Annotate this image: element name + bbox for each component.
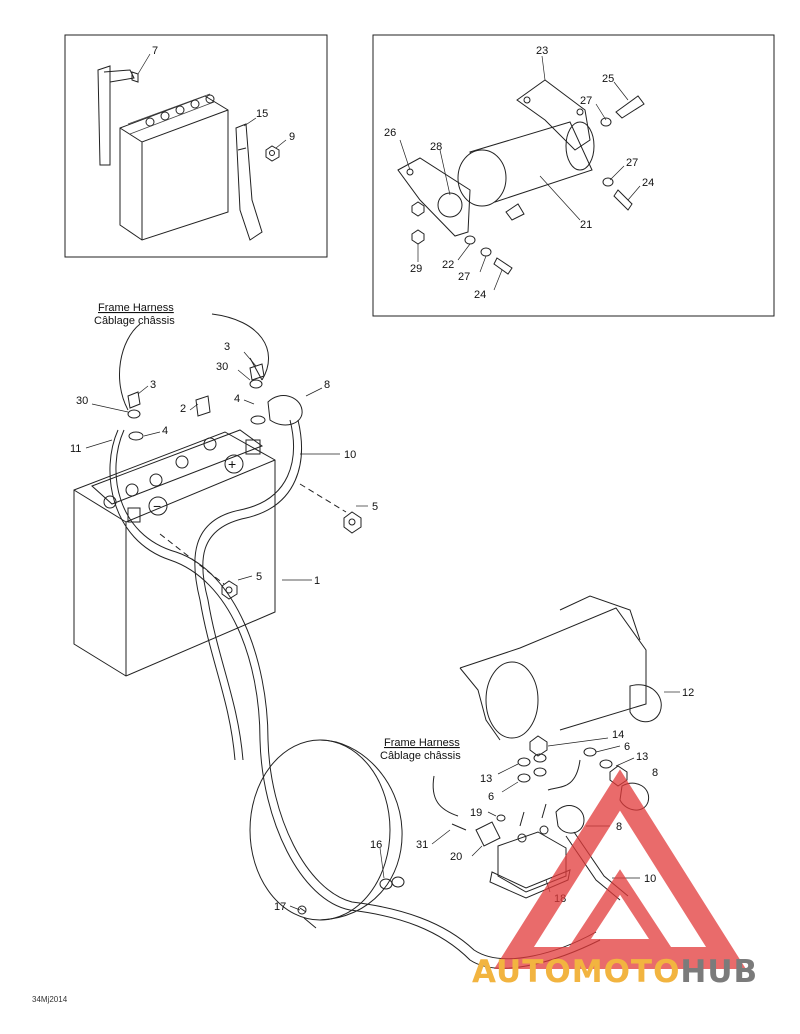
negative-terminal-symbol <box>148 496 168 516</box>
callout-14: 14 <box>612 729 624 741</box>
watermark-auto: AUTO <box>472 954 572 990</box>
callout-8: 8 <box>652 767 658 779</box>
callout-10: 10 <box>644 873 656 885</box>
callout-6: 6 <box>624 741 630 753</box>
callout-28: 28 <box>430 141 442 153</box>
callout-4: 4 <box>162 425 168 437</box>
callout-8: 8 <box>616 821 622 833</box>
callout-24: 24 <box>474 289 486 301</box>
callout-5: 5 <box>256 571 262 583</box>
callout-20: 20 <box>450 851 462 863</box>
callout-3: 3 <box>150 379 156 391</box>
reference-code: 34Mj2014 <box>32 995 68 1004</box>
callout-17: 17 <box>274 901 286 913</box>
callout-12: 12 <box>682 687 694 699</box>
plus-symbol: + <box>228 456 236 472</box>
callout-24: 24 <box>642 177 654 189</box>
main-assembly <box>73 313 662 969</box>
callout-4: 4 <box>234 393 240 405</box>
watermark-moto: MOTO <box>571 954 681 990</box>
callout-11: 11 <box>70 443 81 455</box>
callout-8: 8 <box>324 379 330 391</box>
callout-6: 6 <box>488 791 494 803</box>
callout-9: 9 <box>289 131 295 143</box>
callout-7: 7 <box>152 45 158 57</box>
callout-30: 30 <box>216 361 228 373</box>
harness-label-en: Frame Harness <box>384 737 460 749</box>
starter-inset: 23 25 27 26 28 27 24 21 22 27 24 29 <box>372 34 775 317</box>
callout-2: 2 <box>180 403 186 415</box>
callout-30: 30 <box>76 395 88 407</box>
harness-label-top: Frame Harness Câblage châssis <box>94 302 175 327</box>
harness-label-bottom: Frame Harness Câblage châssis <box>380 737 461 762</box>
callout-27: 27 <box>458 271 470 283</box>
watermark-hub: HUB <box>680 954 759 990</box>
callout-22: 22 <box>442 259 454 271</box>
callout-5: 5 <box>372 501 378 513</box>
watermark-triangle <box>494 769 746 969</box>
battery-inset: 7 15 9 <box>64 34 328 258</box>
callout-31: 31 <box>416 839 428 851</box>
callout-16: 16 <box>370 839 382 851</box>
callout-13: 13 <box>636 751 648 763</box>
battery <box>73 429 276 677</box>
callout-13: 13 <box>480 773 492 785</box>
positive-terminal-symbol <box>224 454 244 474</box>
callout-29: 29 <box>410 263 422 275</box>
callout-26: 26 <box>384 127 396 139</box>
main-callouts: 3 30 3 8 2 4 30 4 11 10 5 5 1 12 14 6 13… <box>70 341 694 913</box>
callout-19: 19 <box>470 807 482 819</box>
callout-25: 25 <box>602 73 614 85</box>
minus-symbol: − <box>153 498 161 514</box>
callout-23: 23 <box>536 45 548 57</box>
callout-10: 10 <box>344 449 356 461</box>
harness-label-fr: Câblage châssis <box>380 750 461 762</box>
callout-3: 3 <box>224 341 230 353</box>
callout-27: 27 <box>626 157 638 169</box>
callout-21: 21 <box>580 219 592 231</box>
harness-label-en: Frame Harness <box>98 302 174 314</box>
callout-1: 1 <box>314 575 320 587</box>
watermark-logo: AUTOMOTOHUB <box>472 954 792 994</box>
callout-15: 15 <box>256 108 268 120</box>
harness-label-fr: Câblage châssis <box>94 315 175 327</box>
callout-27: 27 <box>580 95 592 107</box>
